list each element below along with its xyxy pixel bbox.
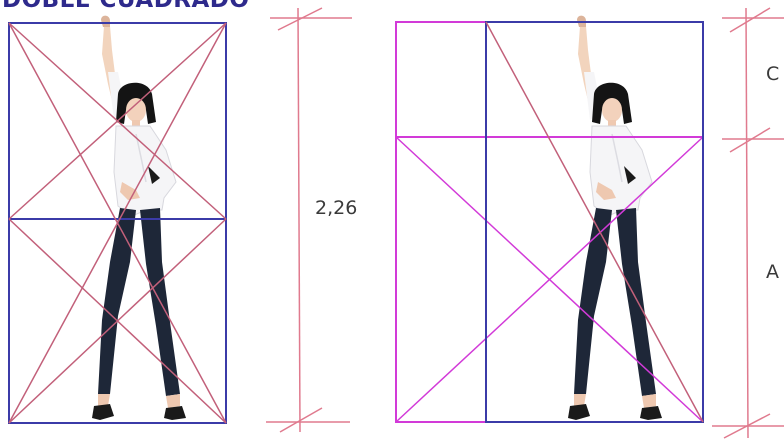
right-panel: [396, 16, 703, 422]
measure-tick: [280, 408, 322, 432]
measure-line: [298, 8, 300, 432]
measure-line: [746, 8, 748, 438]
left-panel: [9, 16, 226, 423]
height-measure: [266, 8, 352, 432]
measure-tick: [278, 8, 322, 30]
woman-figure-icon: [92, 16, 186, 420]
ratio-label: 2,26: [315, 199, 357, 218]
diagram-title: DOBLE CUADRADO: [2, 0, 249, 12]
segment-a-label: A: [766, 263, 779, 282]
measure-tick: [730, 128, 770, 152]
measure-tick: [730, 8, 770, 32]
segment-c-label: C: [766, 65, 779, 84]
golden-rectangle-frame: [396, 22, 703, 422]
